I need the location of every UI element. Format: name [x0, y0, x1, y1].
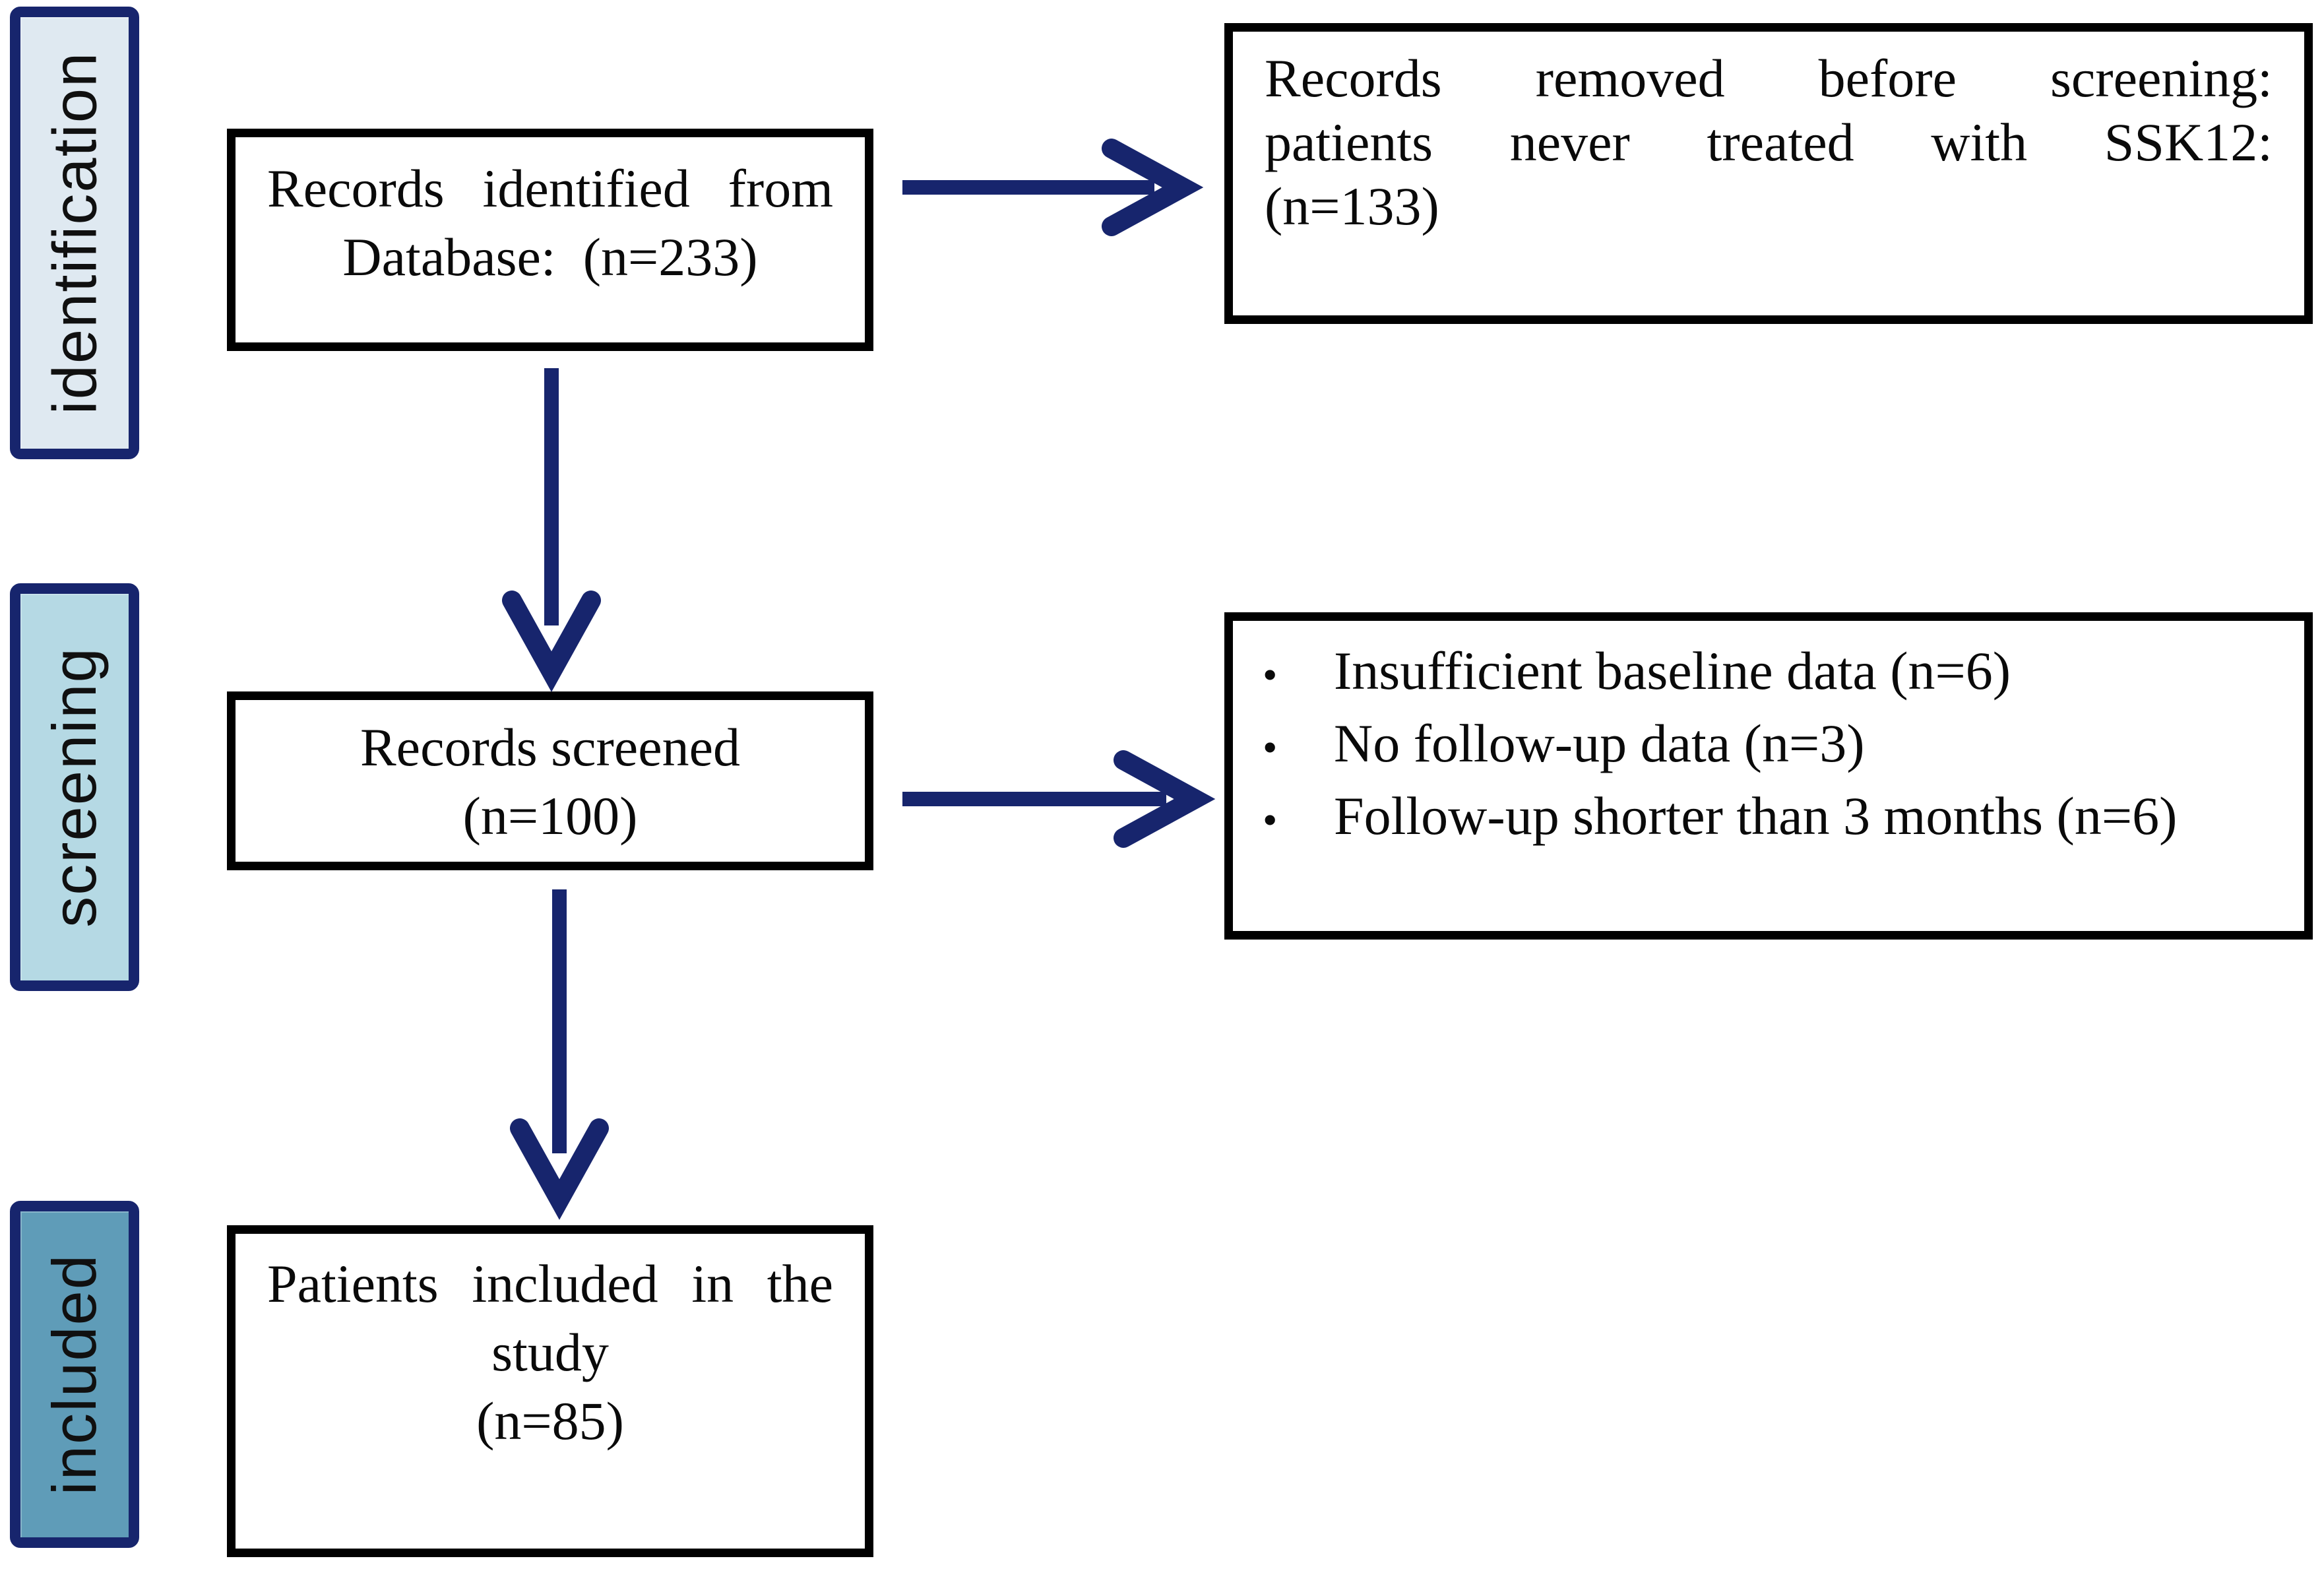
word: Records	[1265, 48, 1442, 108]
text-line: Records screened	[360, 717, 740, 777]
box-records-excluded: • Insufficient baseline data (n=6) • No fol…	[1224, 612, 2313, 940]
arrow-screened-to-excluded	[902, 750, 1216, 848]
word: Patients	[267, 1254, 439, 1314]
word: Records	[267, 158, 445, 218]
word: from	[728, 158, 833, 218]
text-line: Records removed before screening:	[1265, 46, 2273, 110]
arrow-identified-to-screened	[502, 368, 601, 692]
text-line: Database: (n=233)	[342, 227, 758, 287]
stage-label-screening: screening	[10, 583, 139, 991]
text-line: study	[491, 1322, 609, 1382]
box-records-removed: Records removed before screening: patients ne…	[1224, 23, 2313, 324]
word: screening:	[2050, 48, 2273, 108]
stage-label-identification-text: identification	[40, 51, 109, 415]
stage-label-included-text: included	[40, 1253, 110, 1496]
arrow-screened-to-included	[510, 889, 609, 1220]
stage-label-screening-text: screening	[40, 647, 110, 928]
arrow-identified-to-removed	[902, 139, 1204, 236]
word: identified	[482, 158, 690, 218]
text-line: (n=133)	[1265, 176, 1439, 236]
text-line: patients never treated with SSK12:	[1265, 110, 2273, 174]
word: in	[691, 1254, 734, 1314]
bullet-text: Follow-up shorter than 3 months (n=6)	[1334, 786, 2178, 846]
text-line: Records identified from	[267, 154, 833, 223]
bullet-text: Insufficient baseline data (n=6)	[1334, 641, 2011, 701]
bullet-icon: •	[1263, 651, 1278, 698]
bullet-item: • No follow-up data (n=3)	[1263, 709, 2265, 782]
bullet-item: • Insufficient baseline data (n=6)	[1263, 637, 2265, 709]
word: SSK12:	[2104, 112, 2273, 172]
text-line: (n=85)	[476, 1391, 624, 1451]
word: before	[1818, 48, 1957, 108]
bullet-item: • Follow-up shorter than 3 months (n=6)	[1263, 782, 2265, 854]
text-line: (n=100)	[462, 786, 638, 846]
word: treated	[1707, 112, 1854, 172]
word: included	[472, 1254, 658, 1314]
stage-label-identification: identification	[10, 7, 139, 459]
bullet-text: No follow-up data (n=3)	[1334, 713, 1865, 773]
stage-label-included: included	[10, 1201, 139, 1548]
box-records-screened: Records screened (n=100)	[227, 691, 873, 870]
word: with	[1931, 112, 2028, 172]
word: never	[1509, 112, 1630, 172]
word: patients	[1265, 112, 1433, 172]
word: the	[767, 1254, 833, 1314]
word: removed	[1535, 48, 1725, 108]
bullet-icon: •	[1263, 796, 1278, 843]
bullet-icon: •	[1263, 724, 1278, 771]
